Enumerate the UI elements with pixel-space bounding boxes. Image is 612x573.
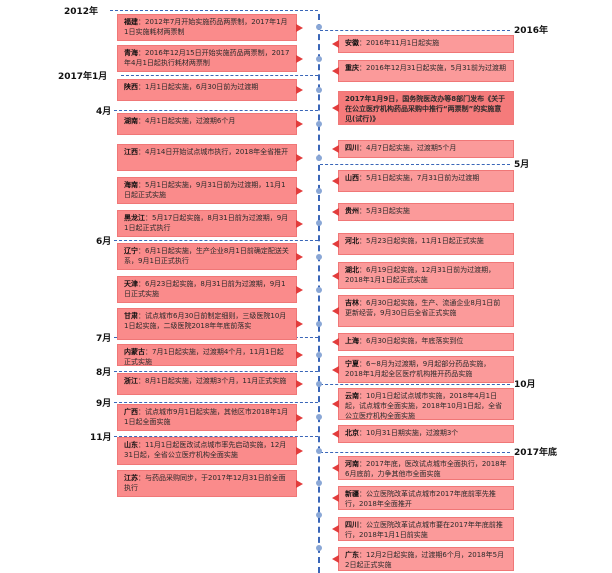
date-label: 2017年1月	[58, 72, 108, 82]
event-box-right: 贵州：5月3日起实施	[332, 203, 514, 221]
date-label: 10月	[514, 380, 536, 390]
date-label: 11月	[90, 433, 112, 443]
timeline-node	[316, 352, 322, 358]
date-connector	[114, 436, 318, 437]
date-label: 4月	[96, 107, 112, 117]
date-label: 2016年	[514, 26, 549, 36]
event-box-left: 江西：4月14日开始试点城市执行，2018年全省推开	[117, 144, 303, 171]
event-box-left: 辽宁：6月1日起实施，生产企业8月1日前确定配送关系，9月1日正式执行	[117, 243, 303, 270]
event-box-left: 福建：2012年7月开始实施药品两票制，2017年1月1日实施耗材两票制	[117, 14, 303, 41]
event-box-left: 湖南：4月1日起实施，过渡期6个月	[117, 113, 303, 135]
date-connector	[114, 402, 318, 403]
event-box-left: 江苏：与药品采购同步，于2017年12月31日前全面执行	[117, 470, 303, 497]
event-box-left: 陕西：1月1日起实施，6月30日前为过渡期	[117, 79, 303, 101]
date-connector	[114, 371, 318, 372]
event-box-right: 重庆：2016年12月31日起实施，5月31前为过渡期	[332, 60, 514, 82]
timeline-node	[316, 448, 322, 454]
policy-announcement-box: 2017年1月9日，国务院医改办等8部门发布《关于在公立医疗机构药品采购中推行“…	[332, 91, 514, 125]
event-box-right: 吉林：6月30日起实施，生产、流通企业8月1日前更新经营，9月30日后全省正式实…	[332, 295, 514, 327]
timeline-node	[316, 220, 322, 226]
timeline-node	[316, 254, 322, 260]
date-label: 5月	[514, 160, 530, 170]
event-box-right: 广东：12月2日起实施，过渡期6个月，2018年5月2日起正式实施	[332, 547, 514, 571]
date-label: 2017年底	[514, 448, 558, 458]
timeline-node	[316, 56, 322, 62]
event-box-right: 湖北：6月19日起实施，12月31日前为过渡期，2018年1月1日起正式实施	[332, 262, 514, 289]
timeline-node	[316, 414, 322, 420]
event-box-left: 浙江：8月1日起实施，过渡期3个月，11月正式实施	[117, 373, 303, 395]
event-box-right: 山西：5月1日起实施，7月31日前为过渡期	[332, 170, 514, 192]
event-box-right: 宁夏：6~8月为过渡期，9月起部分药品实施，2018年1月起全区医疗机构推开药品…	[332, 356, 514, 383]
timeline-node	[316, 24, 322, 30]
date-connector	[114, 110, 318, 111]
event-box-right: 上海：6月30日起实施，年底落实到位	[332, 333, 514, 351]
event-box-left: 内蒙古：7月1日起实施，过渡期4个月，11月1日起正式实施	[117, 344, 303, 366]
date-connector	[320, 384, 510, 385]
timeline-node	[316, 188, 322, 194]
event-box-left: 青海：2016年12月15日开始实施药品两票制，2017年4月1日起执行耗材两票…	[117, 45, 303, 72]
timeline-spine	[318, 14, 320, 573]
timeline-node	[316, 87, 322, 93]
event-box-left: 黑龙江：5月17日起实施，8月31日前为过渡期，9月1日起正式执行	[117, 210, 303, 237]
event-box-right: 云南：10月1日起试点城市实施，2018年4月1日起，试点城市全面实施，2018…	[332, 388, 514, 420]
event-box-left: 天津：6月23日起实施，8月31日前为过渡期，9月1日正式实施	[117, 276, 303, 303]
event-box-left: 海南：5月1日起实施，9月31日前为过渡期，11月1日起正式实施	[117, 177, 303, 204]
date-label: 6月	[96, 237, 112, 247]
event-box-right: 四川：4月7日起实施，过渡期5个月	[332, 140, 514, 158]
timeline-node	[316, 121, 322, 127]
timeline-node	[316, 287, 322, 293]
date-connector	[320, 164, 510, 165]
date-connector	[320, 30, 510, 31]
event-box-left: 甘肃：试点城市6月30日前制定细则，三级医院10月1日起实施，二级医院2018年…	[117, 308, 303, 340]
event-box-left: 广西：试点城市9月1日起实施，其他区市2018年1月1日起全面实施	[117, 404, 303, 431]
date-connector	[121, 75, 318, 76]
event-box-right: 新疆：公立医院改革试点城市2017年底前率先推行，2018年全面推开	[332, 486, 514, 510]
timeline-node	[316, 321, 322, 327]
event-box-right: 河南：2017年底，医改试点城市全面执行，2018年6月底前，力争其他市全面实施	[332, 456, 514, 480]
timeline-node	[316, 480, 322, 486]
event-box-left: 山东：11月1日起医改试点城市率先启动实施，12月31日起，全省公立医疗机构全面…	[117, 437, 303, 465]
timeline-node	[316, 381, 322, 387]
date-label: 8月	[96, 368, 112, 378]
event-box-right: 河北：5月23日起实施，11月1日起正式实施	[332, 233, 514, 255]
timeline-node	[316, 155, 322, 161]
event-box-right: 安徽：2016年11月1日起实施	[332, 35, 514, 53]
event-box-right: 北京：10月31日期实施，过渡期3个	[332, 425, 514, 443]
event-box-right: 四川：公立医院改革试点城市要在2017年年底前推行，2018年1月1日前实施	[332, 517, 514, 541]
date-label: 9月	[96, 399, 112, 409]
date-connector	[114, 240, 318, 241]
date-connector	[320, 452, 510, 453]
timeline-node	[316, 512, 322, 518]
date-label: 7月	[96, 334, 112, 344]
date-label: 2012年	[64, 7, 99, 17]
timeline-node	[316, 545, 322, 551]
date-connector	[110, 10, 318, 11]
